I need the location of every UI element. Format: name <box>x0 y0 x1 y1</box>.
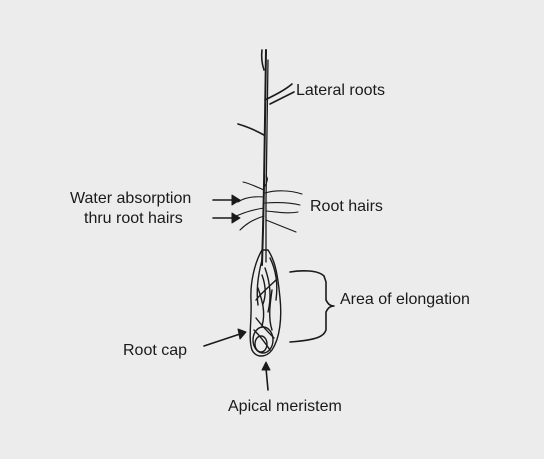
root-tip-sketch <box>249 249 282 357</box>
annotation-arrows <box>203 91 335 391</box>
label-root-hairs: Root hairs <box>310 198 383 215</box>
label-water-absorption-line2: thru root hairs <box>84 210 183 227</box>
root-hair-lines <box>231 175 303 233</box>
label-root-cap: Root cap <box>123 342 188 359</box>
main-root-stem <box>261 49 269 266</box>
label-area-of-elongation: Area of elongation <box>340 291 470 308</box>
lateral-root-lines <box>237 49 293 136</box>
label-apical-meristem: Apical meristem <box>228 398 342 415</box>
label-water-absorption-line1: Water absorption <box>70 190 192 207</box>
label-lateral-roots: Lateral roots <box>296 82 385 99</box>
arrowheads <box>231 194 271 371</box>
